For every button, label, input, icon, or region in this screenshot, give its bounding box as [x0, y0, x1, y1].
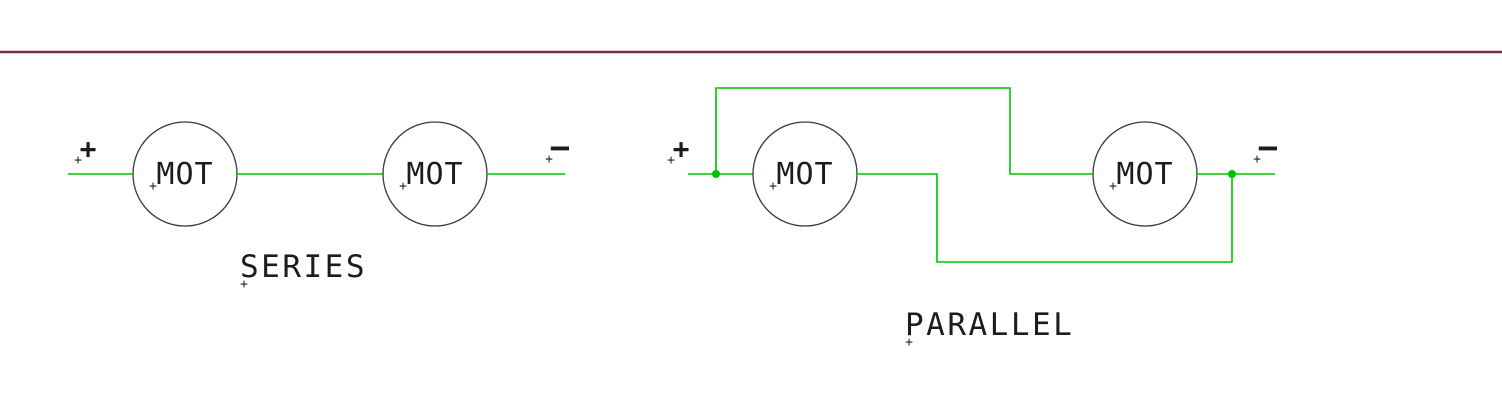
series-label: SERIES: [240, 249, 367, 285]
series-circuit: + + MOT + MOT + − + SERIES +: [68, 121, 570, 292]
motor-label: MOT: [776, 157, 833, 192]
parallel-negative-terminal: −: [1258, 128, 1278, 168]
node-marker-icon: +: [74, 153, 82, 168]
node-marker-icon: +: [149, 179, 157, 194]
parallel-wire-top-branch: [715, 87, 1093, 175]
node-marker-icon: +: [545, 152, 553, 167]
junction-dot: [1228, 170, 1236, 178]
node-marker-icon: +: [769, 179, 777, 194]
node-marker-icon: +: [240, 277, 248, 292]
node-marker-icon: +: [905, 335, 913, 350]
node-marker-icon: +: [1253, 152, 1261, 167]
motor-label: MOT: [406, 157, 463, 192]
series-negative-terminal: −: [550, 128, 570, 168]
node-marker-icon: +: [399, 179, 407, 194]
parallel-label: PARALLEL: [905, 307, 1074, 343]
parallel-circuit: + + MOT + MOT + − + PARALLEL +: [667, 87, 1278, 350]
series-positive-terminal: +: [80, 132, 97, 165]
parallel-wire-bottom-branch: [857, 173, 1233, 263]
motor-label: MOT: [1116, 157, 1173, 192]
node-marker-icon: +: [1109, 179, 1117, 194]
parallel-positive-terminal: +: [673, 132, 690, 165]
node-marker-icon: +: [667, 153, 675, 168]
motor-label: MOT: [156, 157, 213, 192]
